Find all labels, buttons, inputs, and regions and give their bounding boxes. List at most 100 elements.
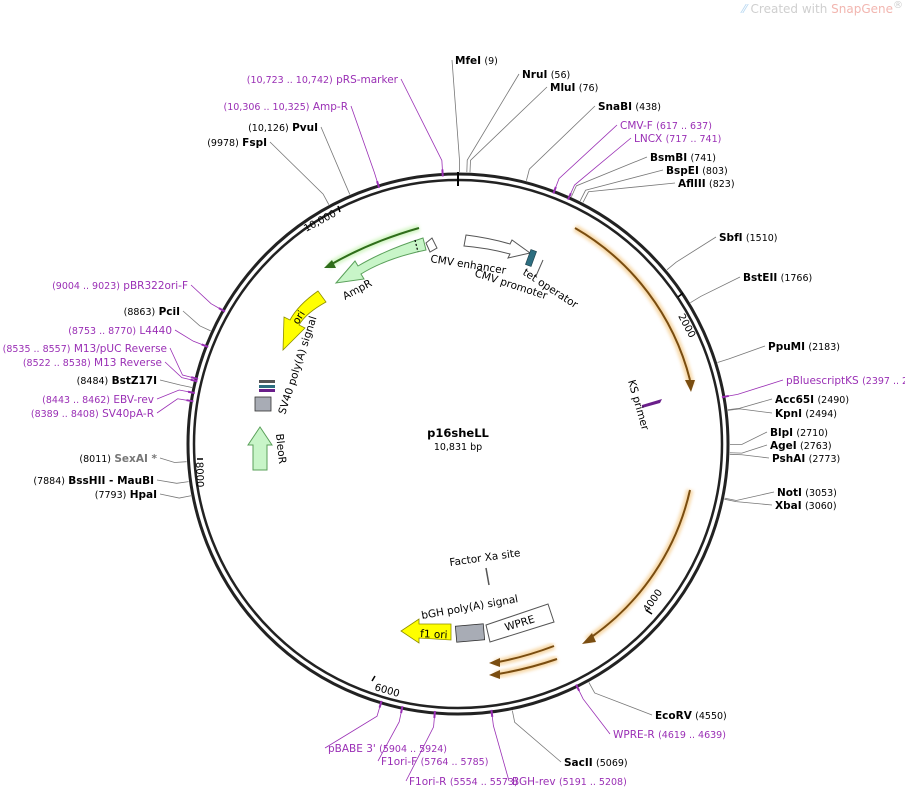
leader-line (156, 398, 190, 414)
site-name: EcoRV (655, 710, 693, 722)
site-label-sexai: (8011) SexAI * (79, 453, 157, 465)
site-position: (741) (690, 153, 716, 164)
site-name: BspEI (666, 165, 699, 177)
site-label-blpi: BlpI (2710) (770, 427, 828, 439)
site-name: pBABE 3' (328, 743, 376, 755)
site-label-sv40pa-r: (8389 .. 8408) SV40pA-R (31, 408, 154, 420)
site-name: pRS-marker (336, 74, 399, 86)
site-name: F1ori-F (381, 756, 417, 768)
primer-tick (721, 394, 729, 399)
site-label-bsteii: BstEII (1766) (743, 272, 812, 284)
site-name: AflIII (678, 178, 706, 190)
leader-line (324, 704, 381, 749)
site-position: (8443 .. 8462) (42, 395, 110, 406)
leader-line (174, 329, 205, 346)
leader-line (405, 714, 435, 782)
site-name: XbaI (775, 500, 802, 512)
site-name: SacII (564, 757, 593, 769)
site-position: (4619 .. 4639) (658, 730, 726, 741)
site-label-prs-marker: (10,723 .. 10,742) pRS-marker (247, 74, 399, 86)
site-position: (438) (635, 102, 661, 113)
leader-line (377, 710, 403, 762)
site-label-pbluescriptks: pBluescriptKS (2397 .. 2413) (786, 375, 905, 387)
site-position: (1510) (746, 233, 778, 244)
primer-tick (190, 376, 199, 380)
site-position: (2397 .. 2413) (862, 376, 905, 387)
site-position: (5764 .. 5785) (421, 757, 489, 768)
site-label-pbabe-3: pBABE 3' (5904 .. 5924) (328, 743, 447, 755)
site-position: (10,126) (248, 123, 289, 134)
tick-mark (337, 205, 341, 213)
site-name: BstZ17I (112, 375, 157, 387)
plasmid-name: p16sheLL (427, 426, 489, 440)
site-name: Acc65I (775, 394, 814, 406)
site-name: CMV-F (620, 120, 653, 132)
site-position: (2773) (809, 454, 841, 465)
site-name: F1ori-R (409, 776, 446, 788)
site-position: (5554 .. 5573) (450, 777, 518, 788)
leader-line (156, 479, 189, 484)
site-label-m13-reverse: (8522 .. 8538) M13 Reverse (23, 357, 162, 369)
tet-operator-line (535, 259, 544, 277)
leader-line (588, 682, 653, 716)
site-label-ebv-rev: (8443 .. 8462) EBV-rev (42, 394, 154, 406)
site-label-sbfi: SbfI (1510) (719, 232, 778, 244)
site-label-acc65i: Acc65I (2490) (775, 394, 849, 406)
leader-line (579, 169, 664, 202)
site-label-bsmbi: BsmBI (741) (650, 152, 716, 164)
site-name: MluI (550, 82, 575, 94)
orange-arc-bottom1-line (497, 645, 555, 663)
site-position: (2763) (800, 441, 832, 452)
ampr-arrow (334, 237, 427, 284)
site-name: L4440 (139, 325, 172, 337)
site-name: NotI (777, 487, 802, 499)
cmv-promoter-arrow (425, 237, 438, 253)
site-position: (9978) (207, 138, 239, 149)
site-label-pvui: (10,126) PvuI (248, 122, 318, 134)
site-name: pBluescriptKS (786, 375, 859, 387)
site-name: AgeI (770, 440, 797, 452)
site-label-lncx: LNCX (717 .. 741) (634, 133, 721, 145)
site-name: PpuMI (768, 341, 805, 353)
primer-tick (187, 390, 196, 395)
site-label-sacii: SacII (5069) (564, 757, 628, 769)
leader-line (451, 59, 460, 173)
primer-tick (218, 307, 226, 313)
site-label-fspi: (9978) FspI (207, 137, 267, 149)
leader-line (164, 361, 194, 381)
primer-tick (190, 378, 198, 383)
site-name: MfeI (455, 55, 481, 67)
orange-arc-top-head (685, 380, 695, 392)
site-position: (8522 .. 8538) (23, 358, 91, 369)
leader-line (350, 105, 379, 185)
backbone (186, 172, 730, 716)
leader-line (570, 156, 648, 197)
site-label-xbai: XbaI (3060) (775, 500, 837, 512)
misc-feature-arcs (489, 224, 695, 679)
site-name: NruI (522, 69, 547, 81)
feature-label-factor-xa: Factor Xa site (449, 547, 521, 569)
site-name-secondary: - MauBI (105, 475, 154, 487)
leader-line (511, 710, 562, 763)
green-feature-arc-line (329, 227, 420, 266)
site-position: (2183) (808, 342, 840, 353)
snapgene-logo-icon: ⁄⁄ (742, 2, 747, 16)
leader-line (190, 284, 222, 310)
ori-arrow (282, 290, 327, 351)
leader-line (717, 345, 766, 363)
site-name: FspI (242, 137, 267, 149)
orange-arc-top-line (574, 227, 691, 381)
site-name: SV40pA-R (102, 408, 154, 420)
orange-arc-top (573, 224, 695, 386)
site-position: (7884) (33, 476, 65, 487)
leader-line (320, 126, 351, 195)
wpre-box (485, 603, 555, 643)
site-label-pshai: PshAI (2773) (772, 453, 840, 465)
leader-line (554, 124, 618, 190)
site-label-hpai: (7793) HpaI (95, 489, 157, 501)
leader-line (727, 398, 773, 411)
site-label-pbr322ori-f: (9004 .. 9023) pBR322ori-F (52, 280, 188, 292)
snapgene-watermark: ⁄⁄Created with SnapGene® (742, 0, 903, 16)
primer-tick (186, 399, 194, 403)
site-name: LNCX (634, 133, 662, 145)
